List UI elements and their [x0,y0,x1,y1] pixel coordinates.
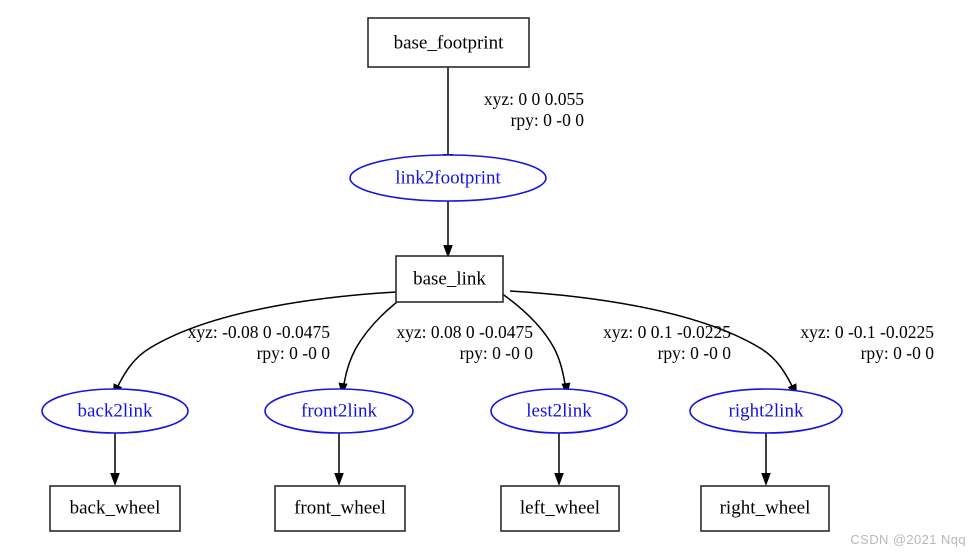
link-box[interactable] [49,485,181,532]
edge-label-rpy: rpy: 0 -0 0 [861,343,935,363]
link-box[interactable] [367,17,530,68]
edge-base_link-lest2link: xyz: 0 0.1 -0.0225 rpy: 0 -0 0 [500,292,732,396]
arrowhead-icon [110,473,120,486]
node-front_wheel[interactable]: front_wheel [274,485,406,532]
edge-right2link-right_wheel [761,433,771,486]
joint-ellipse[interactable] [689,388,843,434]
link-label: back_wheel [70,497,161,518]
edge-line [343,292,410,385]
node-back2link[interactable]: back2link [41,388,189,434]
joint-ellipse[interactable] [264,388,414,434]
link-label: left_wheel [520,497,600,518]
node-lest2link[interactable]: lest2link [490,388,628,434]
edge-base_link-front2link: xyz: 0.08 0 -0.0475 rpy: 0 -0 0 [338,292,534,396]
node-base_link[interactable]: base_link [395,255,504,303]
edge-label-xyz: xyz: 0.08 0 -0.0475 [396,322,533,342]
edge-label-xyz: xyz: 0 0 0.055 [484,89,584,109]
node-left_wheel[interactable]: left_wheel [500,485,620,532]
edge-line [117,291,397,387]
joint-label: back2link [78,400,153,421]
node-right_wheel[interactable]: right_wheel [700,485,830,532]
link-label: front_wheel [294,497,386,518]
edge-label-xyz: xyz: 0 -0.1 -0.0225 [800,322,934,342]
edge-label-rpy: rpy: 0 -0 0 [257,343,331,363]
edge-label-xyz: xyz: -0.08 0 -0.0475 [188,322,331,342]
edge-line [500,292,566,385]
edge-label-rpy: rpy: 0 -0 0 [511,110,585,130]
edge-label-rpy: rpy: 0 -0 0 [460,343,534,363]
edge-lest2link-left_wheel [554,433,564,486]
edge-front2link-front_wheel [334,433,344,486]
edge-line [509,290,793,387]
arrowhead-icon [554,473,564,486]
node-right2link[interactable]: right2link [689,388,843,434]
joint-label: lest2link [526,400,592,421]
joint-label: front2link [301,400,377,421]
csdn-watermark: CSDN @2021 Nqq [850,532,966,547]
edge-back2link-back_wheel [110,433,120,486]
joint-label: link2footprint [395,167,501,188]
link-box[interactable] [700,485,830,532]
link-label: base_footprint [394,32,504,53]
link-box[interactable] [274,485,406,532]
link-label: right_wheel [720,497,811,518]
link-label: base_link [413,268,486,289]
edge-label-rpy: rpy: 0 -0 0 [658,343,732,363]
arrowhead-icon [761,473,771,486]
arrowhead-icon [443,245,453,258]
link-box[interactable] [500,485,620,532]
joint-ellipse[interactable] [349,154,547,202]
joint-label: right2link [729,400,804,421]
node-base_footprint[interactable]: base_footprint [367,17,530,68]
joint-ellipse[interactable] [41,388,189,434]
arrowhead-icon [334,473,344,486]
edge-base_footprint-link2footprint: xyz: 0 0 0.055 rpy: 0 -0 0 [443,67,584,167]
node-front2link[interactable]: front2link [264,388,414,434]
joint-ellipse[interactable] [490,388,628,434]
node-back_wheel[interactable]: back_wheel [49,485,181,532]
link-box[interactable] [395,255,504,303]
edge-base_link-back2link: xyz: -0.08 0 -0.0475 rpy: 0 -0 0 [113,291,397,397]
edge-link2footprint-base_link [443,201,453,258]
node-link2footprint[interactable]: link2footprint [349,154,547,202]
edge-label-xyz: xyz: 0 0.1 -0.0225 [603,322,731,342]
